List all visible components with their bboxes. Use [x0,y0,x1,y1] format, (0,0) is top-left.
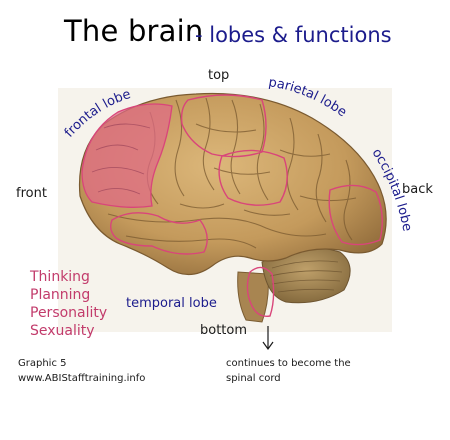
website-text: www.ABIStafftraining.info [18,373,146,384]
frontal-functions-list: Thinking Planning Personality Sexuality [30,268,107,340]
cerebellum-folds [269,260,343,293]
direction-back-label: back [402,182,433,197]
page-subtitle: - lobes & functions [195,23,392,47]
temporal-lobe-outline [109,212,208,255]
page-title: The brain [64,14,204,48]
lobe-outlines [109,94,383,317]
central-region-outline [218,149,288,206]
frontal-lobe-folds [91,123,151,195]
spinal-note-line-2: spinal cord [226,373,281,384]
function-item: Sexuality [30,323,95,339]
temporal-lobe-label: temporal lobe [126,296,217,311]
frontal-lobe-region [81,103,173,208]
function-item: Personality [30,305,108,321]
spinal-note-line-1: continues to become the [226,358,351,369]
direction-front-label: front [16,186,47,201]
occipital-lobe-outline [328,184,383,246]
graphic-label: Graphic 5 [18,358,67,369]
function-item: Planning [30,287,91,303]
direction-bottom-label: bottom [200,323,248,338]
function-item: Thinking [30,269,90,285]
direction-top-label: top [208,68,230,83]
spinal-cord-arrow [262,326,274,351]
credits: Graphic 5 www.ABIStafftraining.info [18,356,145,386]
brainstem-region-outline [246,266,275,317]
parietal-lobe-outline [180,94,267,158]
spinal-cord-note: continues to become the spinal cord [226,356,351,386]
